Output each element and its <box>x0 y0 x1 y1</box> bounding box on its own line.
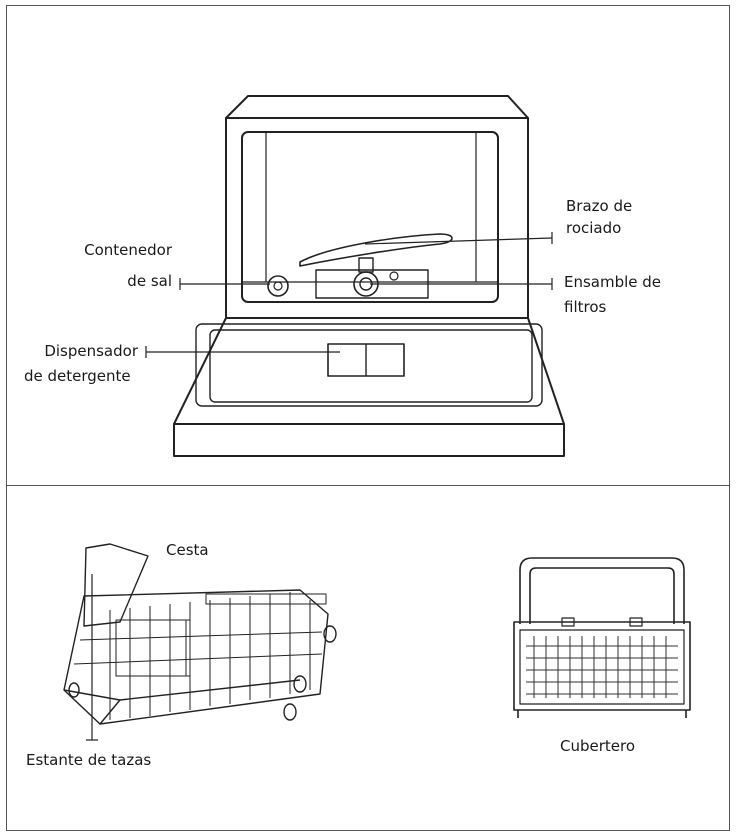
label-contenedor-line2: de sal <box>127 272 172 290</box>
label-estante-de-tazas: Estante de tazas <box>26 751 152 769</box>
label-dispensador-line1: Dispensador <box>44 342 138 360</box>
label-filtros-line1: Ensamble de <box>564 273 662 291</box>
label-brazo-line2: rociado <box>566 219 622 237</box>
label-brazo-line1: Brazo de <box>566 197 633 215</box>
label-cubertero: Cubertero <box>560 737 636 755</box>
label-filtros-line2: filtros <box>564 298 607 316</box>
label-dispensador-line2: de detergente <box>24 367 131 385</box>
label-contenedor-line1: Contenedor <box>84 241 172 259</box>
label-cesta: Cesta <box>166 541 209 559</box>
